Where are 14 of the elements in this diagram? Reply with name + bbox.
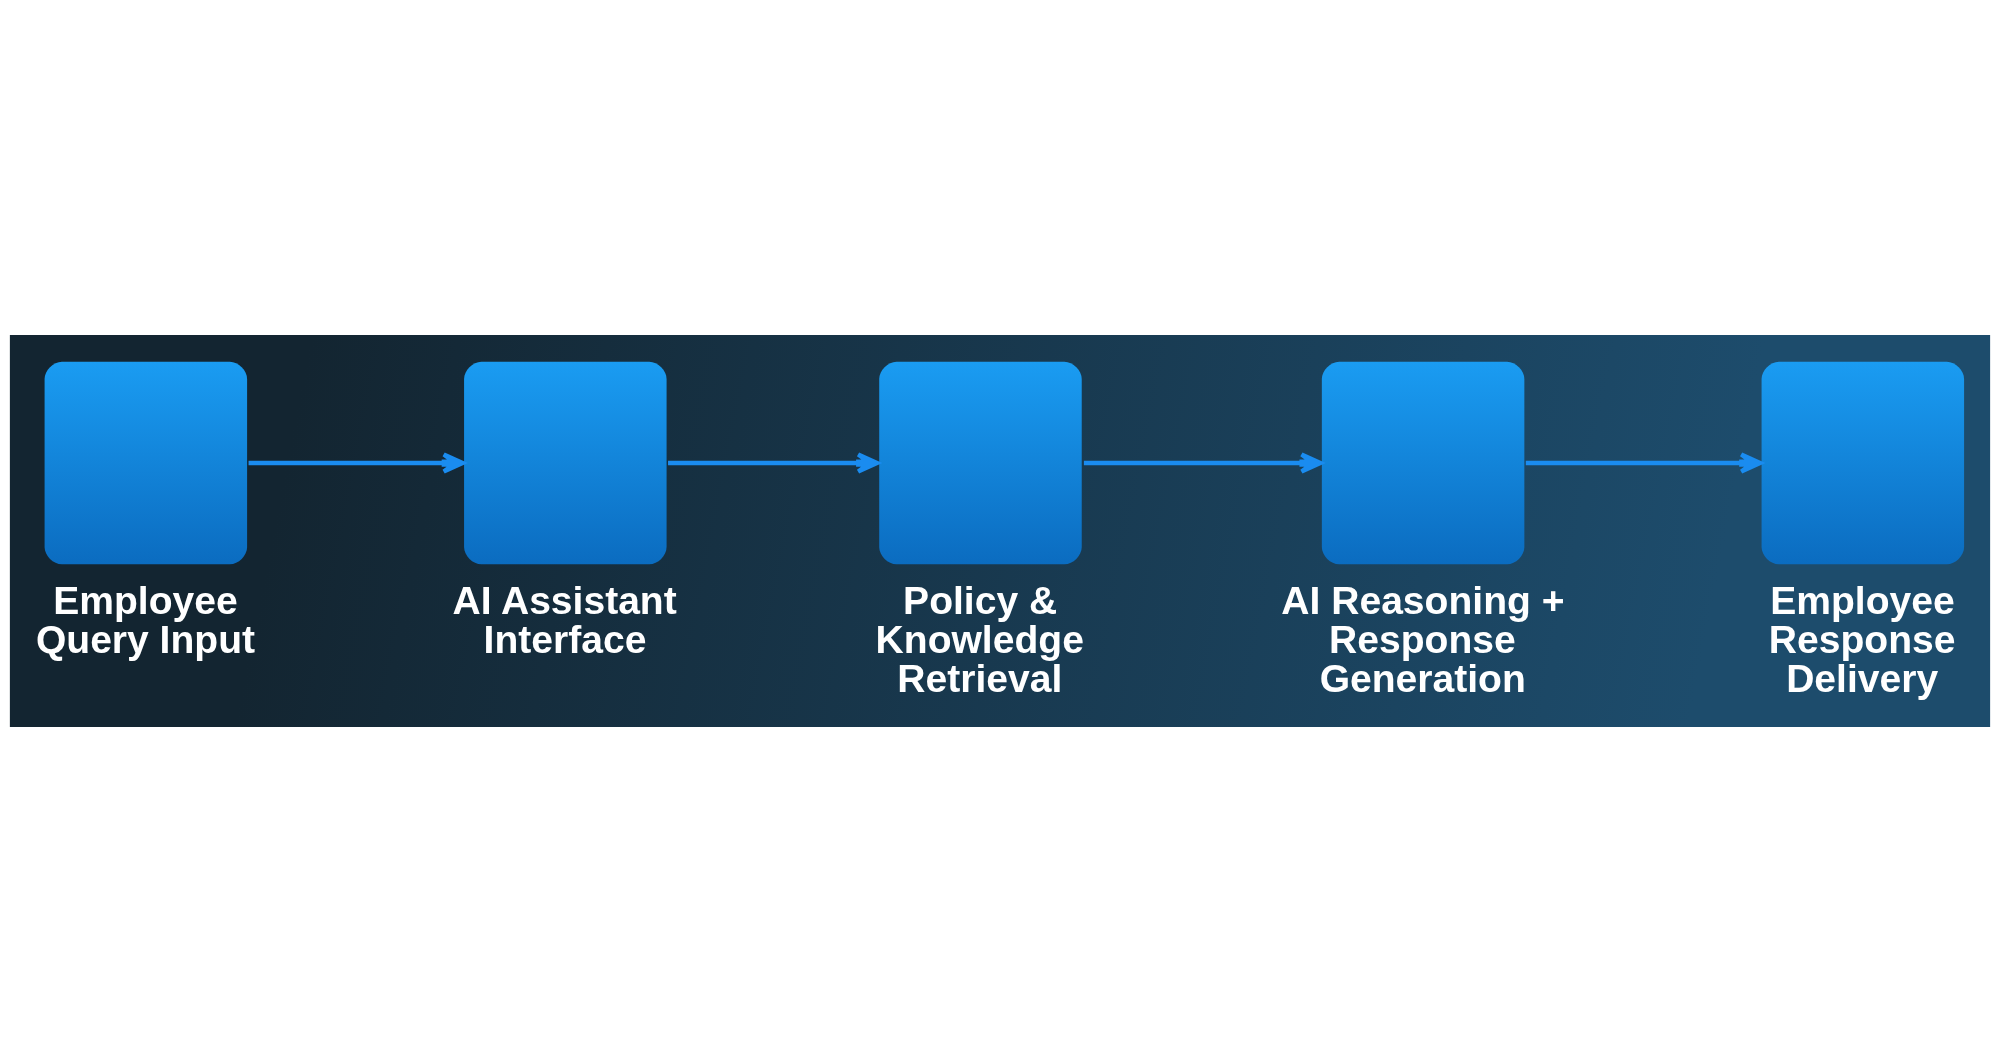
arrow (248, 452, 465, 474)
node-label: Employee Response Delivery (1768, 579, 1956, 701)
node-box (1761, 361, 1965, 565)
node-label: AI Assistant Interface (452, 579, 677, 662)
arrow (668, 452, 880, 474)
node-label: Employee Query Input (35, 579, 256, 662)
node-label: Policy & Knowledge Retrieval (875, 579, 1084, 701)
node-box (1321, 361, 1525, 565)
arrow (1083, 452, 1323, 474)
arrow (1525, 452, 1763, 474)
node-box (464, 361, 667, 565)
node-box (879, 361, 1082, 565)
node-box (44, 361, 248, 565)
node-label: AI Reasoning + Response Generation (1281, 579, 1565, 701)
